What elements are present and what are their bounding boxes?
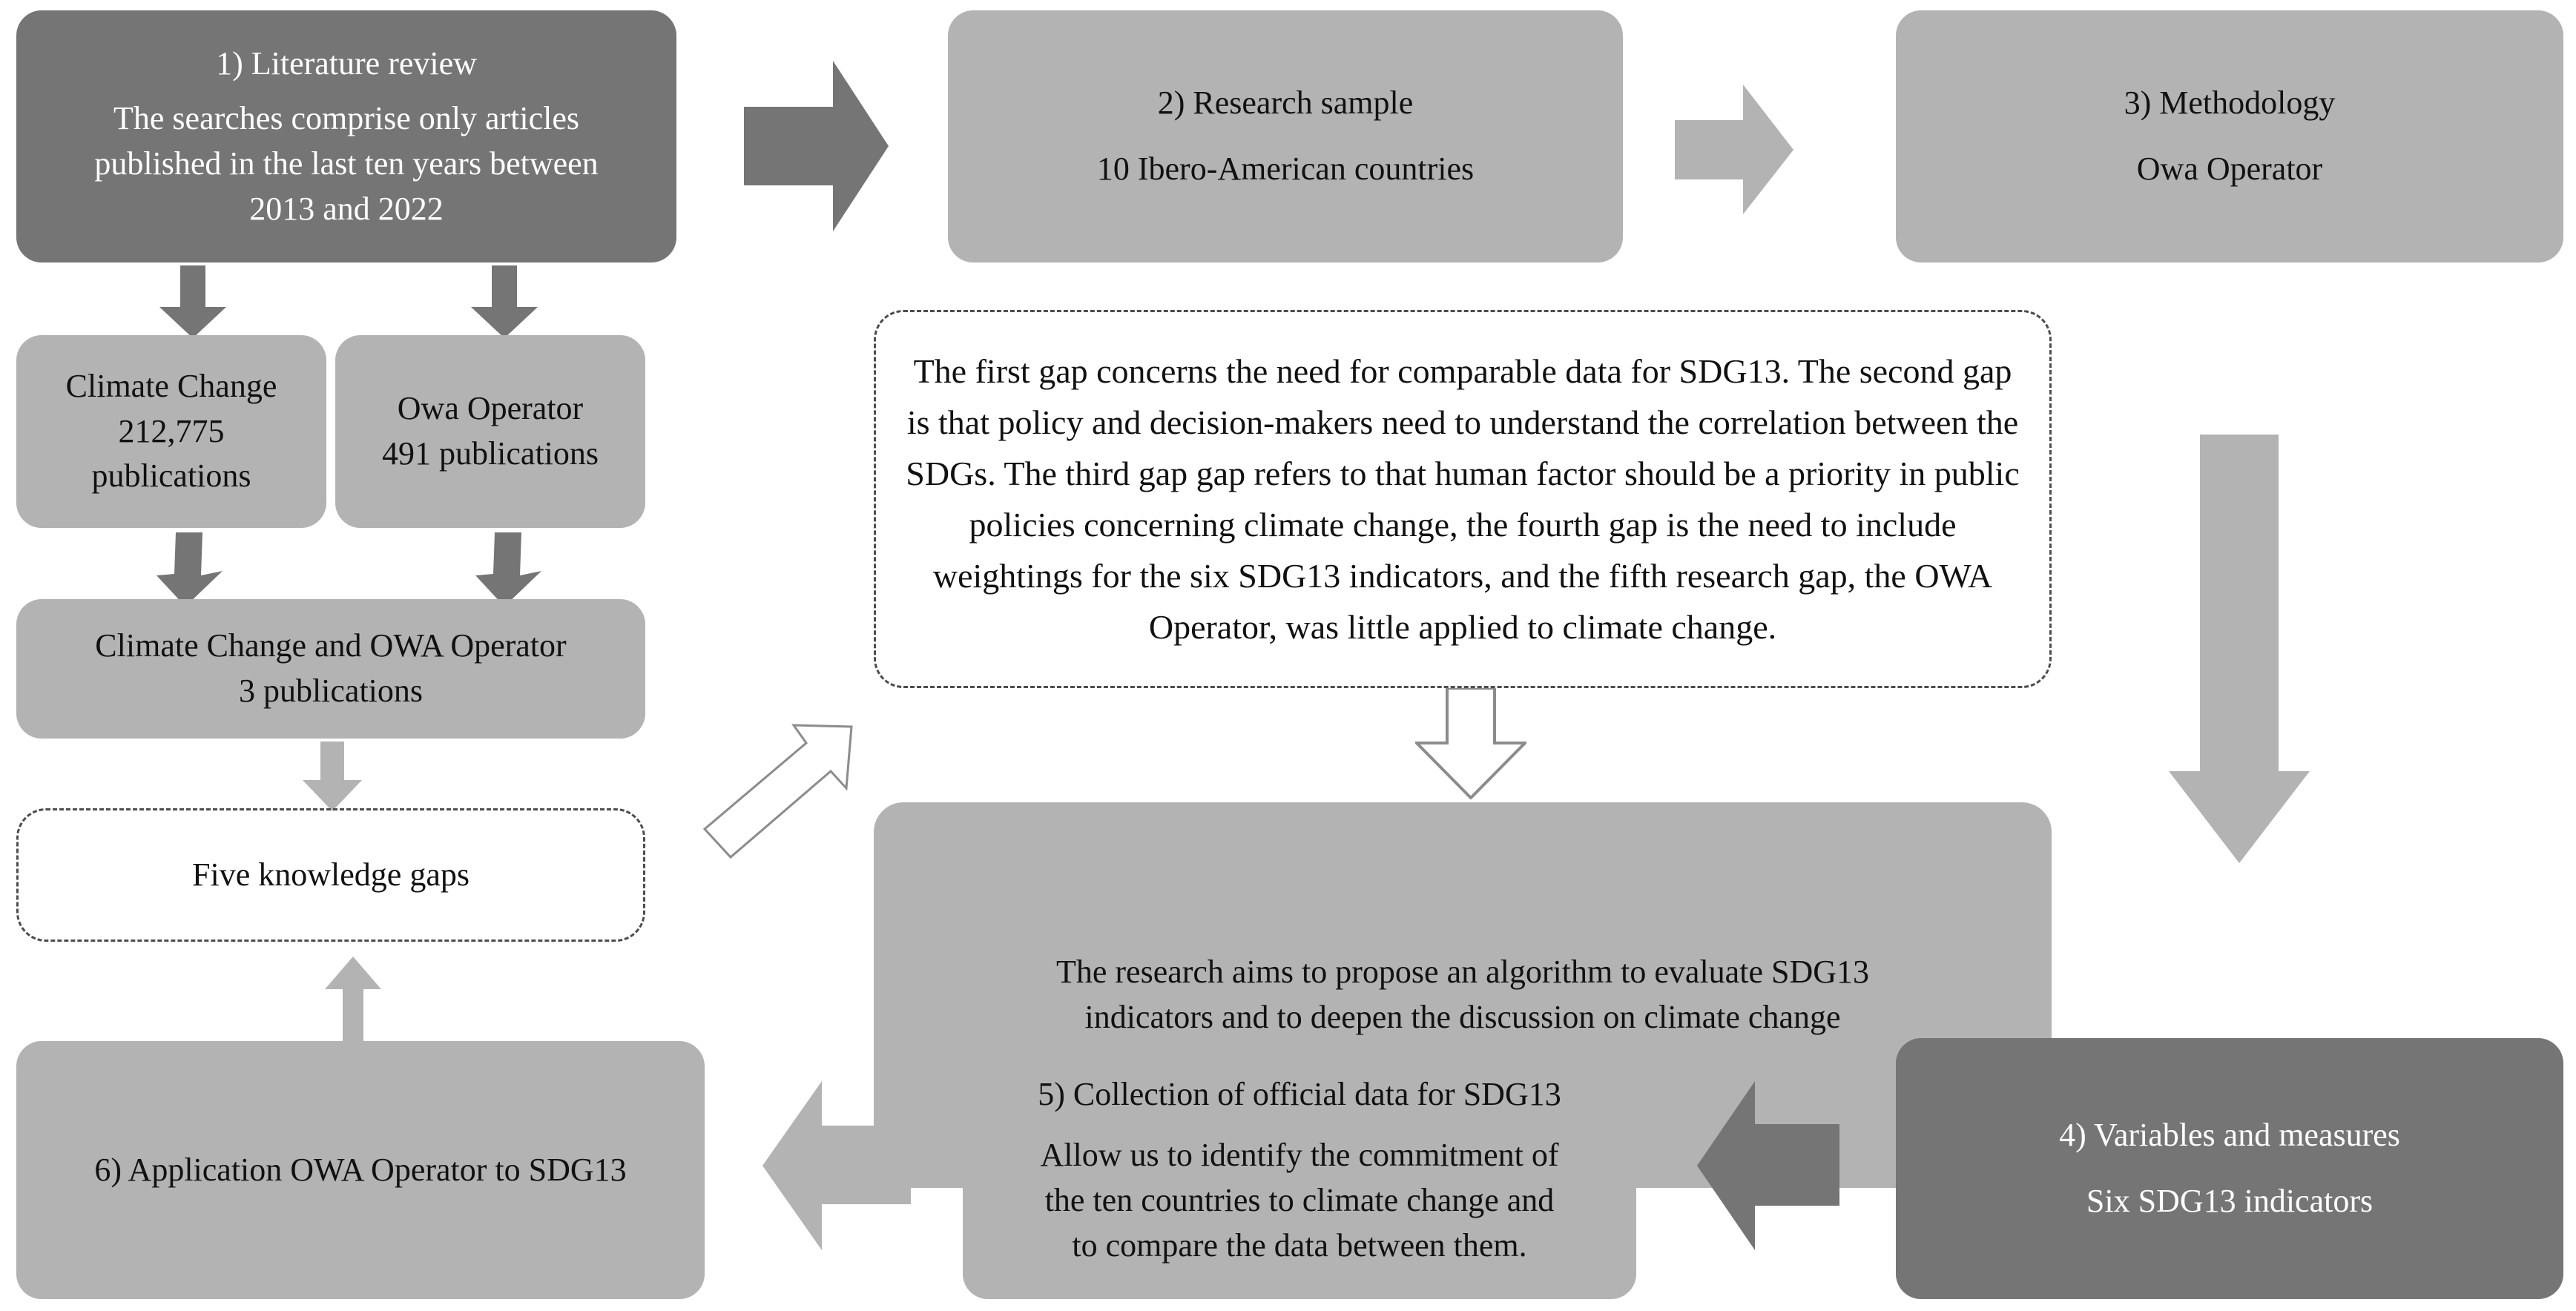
variables-body: Six SDG13 indicators	[2086, 1183, 2374, 1219]
node-climate-change-publications: Climate Change 212,775 publications	[16, 335, 326, 528]
research-sample-heading: 2) Research sample	[1157, 85, 1414, 122]
methodology-body: Owa Operator	[2136, 151, 2323, 187]
combined-line-1: Climate Change and OWA Operator	[95, 627, 567, 664]
data-collection-body-line-1: Allow us to identify the commitment of	[1040, 1137, 1559, 1174]
arrow-owa-operator-to-combined	[471, 532, 541, 607]
owa-operator-line-1: Owa Operator	[397, 390, 584, 427]
data-collection-body-line-2: the ten countries to climate change and	[1044, 1182, 1555, 1218]
application-owa-label: 6) Application OWA Operator to SDG13	[94, 1151, 627, 1188]
research-sample-body: 10 Ibero-American countries	[1096, 151, 1475, 187]
node-five-knowledge-gaps: Five knowledge gaps	[16, 808, 645, 942]
node-owa-operator-publications: Owa Operator 491 publications	[335, 335, 645, 528]
arrow-collection-to-application	[762, 1081, 911, 1250]
arrow-climate-change-to-combined	[152, 532, 223, 607]
climate-change-line-2: 212,775	[118, 412, 225, 449]
data-collection-body-line-3: to compare the data between them.	[1072, 1226, 1527, 1264]
node-variables-and-measures: 4) Variables and measures Six SDG13 indi…	[1896, 1038, 2563, 1299]
research-aims-line-1: The research aims to propose an algorith…	[1055, 954, 1869, 991]
variables-heading: 4) Variables and measures	[2059, 1117, 2400, 1154]
owa-operator-line-2: 491 publications	[381, 435, 599, 472]
research-aims-line-2: indicators and to deepen the discussion …	[1084, 999, 1841, 1035]
data-collection-heading: 5) Collection of official data for SDG13	[1038, 1075, 1561, 1112]
arrow-combined-to-knowledge-gaps	[303, 742, 362, 811]
arrow-gaps-detail-to-research-aims	[1415, 688, 1526, 799]
literature-review-body-line-1: The searches comprise only articles	[113, 100, 579, 137]
five-knowledge-gaps-label: Five knowledge gaps	[192, 856, 470, 893]
arrow-literature-to-owa-operator	[471, 265, 538, 338]
node-application-owa-operator: 6) Application OWA Operator to SDG13	[16, 1041, 705, 1299]
literature-review-body-line-3: 2013 and 2022	[249, 190, 444, 227]
arrow-knowledge-gaps-to-detail	[690, 704, 912, 890]
node-combined-publications: Climate Change and OWA Operator 3 public…	[16, 599, 645, 739]
arrow-literature-to-climate-change	[159, 265, 226, 338]
arrow-variables-to-collection	[1697, 1081, 1839, 1250]
arrow-methodology-to-variables	[2169, 435, 2310, 863]
arrow-literature-to-sample	[744, 61, 889, 231]
gaps-detail-text: The first gap concerns the need for comp…	[906, 352, 2020, 646]
literature-review-heading: 1) Literature review	[216, 44, 477, 82]
node-research-sample: 2) Research sample 10 Ibero-American cou…	[948, 10, 1623, 262]
node-gaps-detail: The first gap concerns the need for comp…	[874, 310, 2052, 688]
node-literature-review: 1) Literature review The searches compri…	[16, 10, 676, 262]
climate-change-line-1: Climate Change	[65, 367, 277, 404]
arrow-application-to-knowledge-gaps	[325, 957, 381, 1044]
literature-review-body-line-2: published in the last ten years between	[94, 145, 599, 182]
node-data-collection: 5) Collection of official data for SDG13…	[963, 1041, 1636, 1299]
methodology-heading: 3) Methodology	[2124, 85, 2336, 122]
arrow-sample-to-methodology	[1675, 85, 1793, 214]
combined-line-2: 3 publications	[238, 673, 424, 709]
climate-change-line-3: publications	[91, 458, 251, 495]
node-methodology: 3) Methodology Owa Operator	[1896, 10, 2563, 262]
